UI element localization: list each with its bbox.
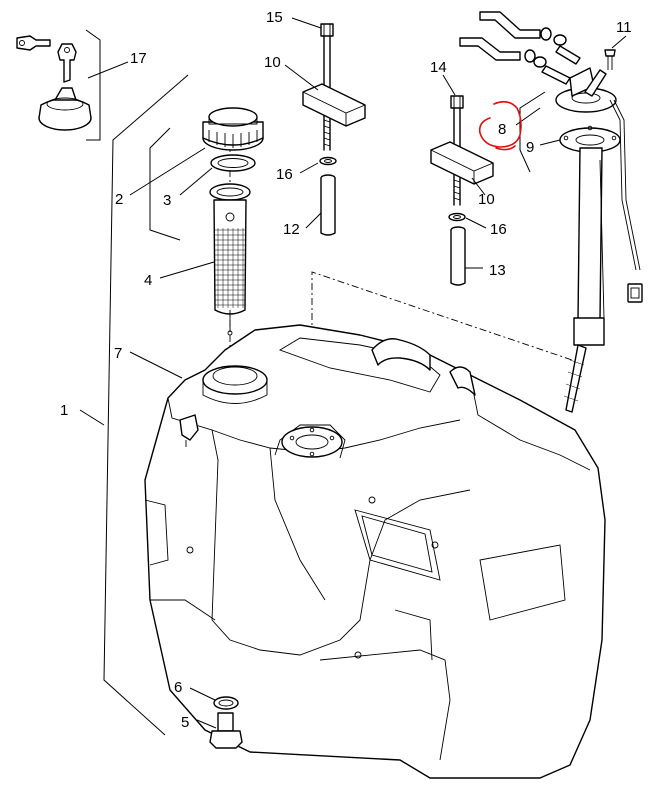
callout-4: 4 [144,272,152,289]
assembly-bracket-2 [149,127,181,241]
tank-vent-fitting [179,414,199,447]
red-highlight-circle [478,100,522,151]
filler-neck [202,365,268,404]
callout-1: 1 [60,402,68,419]
callout-3: 3 [163,192,171,209]
callout-9: 9 [526,139,534,156]
spacer-tube-13 [450,226,466,286]
sender-screw [604,49,616,70]
callout-10-lower: 10 [478,191,495,208]
callout-11: 11 [616,19,632,36]
fuel-tank [144,324,606,779]
locking-cap-with-keys [16,35,92,131]
tank-mounting-lugs [371,338,476,396]
filler-strainer [209,183,251,336]
callout-17: 17 [130,50,147,67]
callout-14: 14 [430,59,447,76]
assembly-bracket-1 [103,74,189,736]
callout-6: 6 [174,679,182,696]
washer-right [448,212,466,222]
callout-12: 12 [283,221,300,238]
spacer-tube-12 [320,174,336,236]
washer-left [319,156,337,166]
assembly-bracket-8 [519,91,546,173]
clamp-block-left [302,83,366,127]
callout-7: 7 [114,345,122,362]
strainer-mesh [215,228,245,308]
callout-2: 2 [115,191,123,208]
drain-seal [213,696,239,710]
clamp-block-right [430,141,494,185]
callout-16-upper: 16 [276,166,293,183]
vent-hoses [459,11,581,85]
cap-gasket [210,154,256,172]
sender-mount-flange [281,426,343,458]
drain-plug [209,712,243,749]
filler-cap [202,107,264,151]
leader-lines [79,17,627,729]
callout-15: 15 [266,9,283,26]
callout-16-lower: 16 [490,221,507,238]
callout-8: 8 [498,121,506,138]
fuel-sender-unit [555,67,643,413]
callout-labels: 1 2 3 4 5 6 7 8 9 10 10 11 12 13 14 15 1… [60,9,632,731]
callout-10-upper: 10 [264,54,281,71]
callout-5: 5 [181,714,189,731]
assembly-bracket-17 [85,29,101,141]
callout-13: 13 [489,262,506,279]
